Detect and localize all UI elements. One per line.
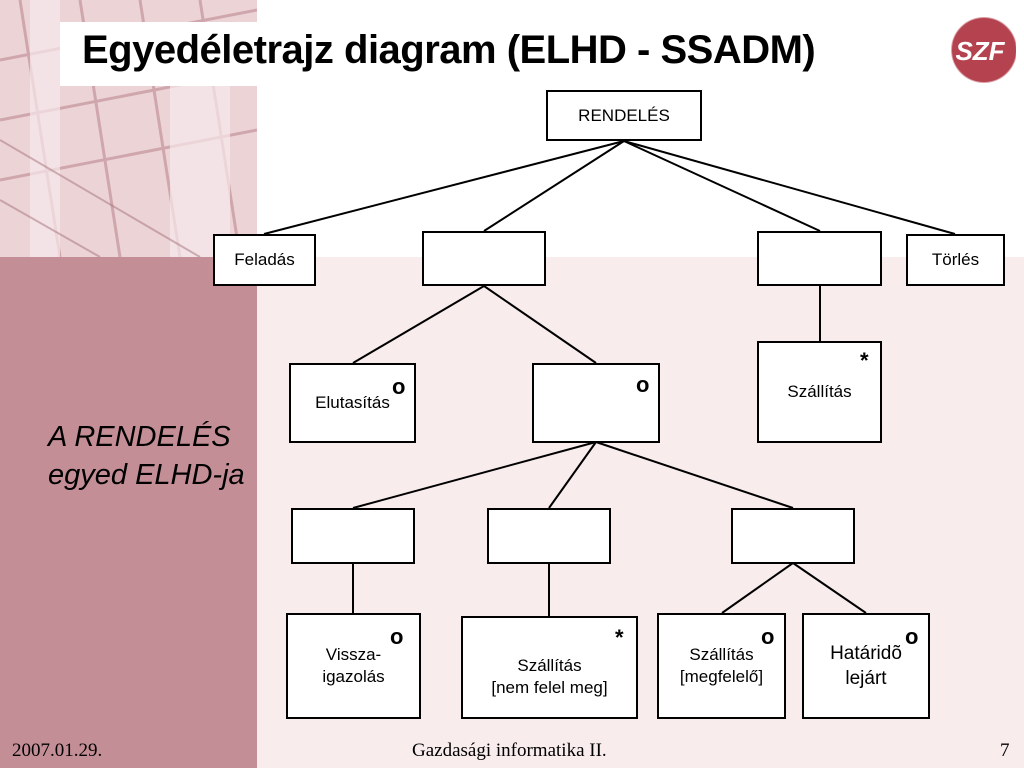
connector-hatarido [792,562,867,614]
label-hatarido-1: Határidõ [830,643,902,664]
selection-mark-hatarido: o [905,624,919,649]
connector-szallitas-megf [721,562,794,614]
label-visszaigazolas-1: Vissza- [325,645,382,664]
box-selection-empty [532,363,660,443]
logo-icon: SZF [950,16,1016,84]
connector-branch2 [548,441,597,509]
box-elutasitas: Elutasítás [289,363,416,443]
box-torles: Törlés [906,234,1005,286]
connector-elutasitas [352,285,485,364]
iteration-mark-szallitas: * [860,348,869,373]
box-szallitas-iteration: Szállítás [757,341,882,443]
box-iteration-empty [757,231,882,286]
box-szallitas-nem: Szállítás [nem felel meg] [461,616,638,719]
caption-line-2: egyed ELHD-ja [48,459,245,491]
footer-page-number: 7 [1000,740,1010,761]
page-title: Egyedéletrajz diagram (ELHD - SSADM) [82,28,816,72]
selection-mark-szallitas-megf: o [761,624,775,649]
caption-line-1: A RENDELÉS [48,421,231,453]
label-visszaigazolas-2: igazolás [322,667,385,686]
selection-mark-empty: o [636,372,650,397]
label-rendeles: RENDELÉS [578,105,670,125]
box-visszaigazolas: Vissza- igazolás [286,613,421,719]
box-branch1-empty [291,508,415,564]
box-branch2-empty [487,508,611,564]
footer-title: Gazdasági informatika II. [412,740,607,761]
connector-root-feladas [263,140,625,235]
label-elutasitas: Elutasítás [315,393,390,412]
diagram-caption: A RENDELÉS egyed ELHD-ja [48,418,245,494]
side-panel [0,257,257,768]
footer-date: 2007.01.29. [12,740,103,761]
label-szallitas-nem-1: Szállítás [517,655,582,675]
connector-branch3 [595,441,794,509]
connector-root-seq [483,140,625,232]
box-szallitas-megf: Szállítás [megfelelő] [657,613,786,719]
label-szallitas-megf-1: Szállítás [689,645,754,664]
box-feladas: Feladás [213,234,316,286]
connector-seq-sel [483,285,597,364]
connector-root-iter [623,140,821,232]
label-hatarido-2: lejárt [845,668,887,689]
selection-mark-visszaigazolas: o [390,624,404,649]
label-szallitas-nem-2: [nem felel meg] [491,677,608,697]
box-branch3-empty [731,508,855,564]
selection-mark-elutasitas: o [392,374,406,399]
iteration-mark-szallitas-nem: * [615,625,624,650]
connector-root-torles [623,140,956,235]
logo-text: SZF [955,36,1005,66]
box-hatarido: Határidõ lejárt [802,613,930,719]
box-rendeles: RENDELÉS [546,90,702,141]
title-backdrop [60,22,945,86]
box-sequence-empty [422,231,546,286]
label-torles: Törlés [931,250,980,269]
connector-branch1 [352,441,597,509]
label-feladas: Feladás [234,250,295,269]
label-szallitas-megf-2: [megfelelő] [679,667,764,686]
label-szallitas-iteration: Szállítás [787,382,852,401]
